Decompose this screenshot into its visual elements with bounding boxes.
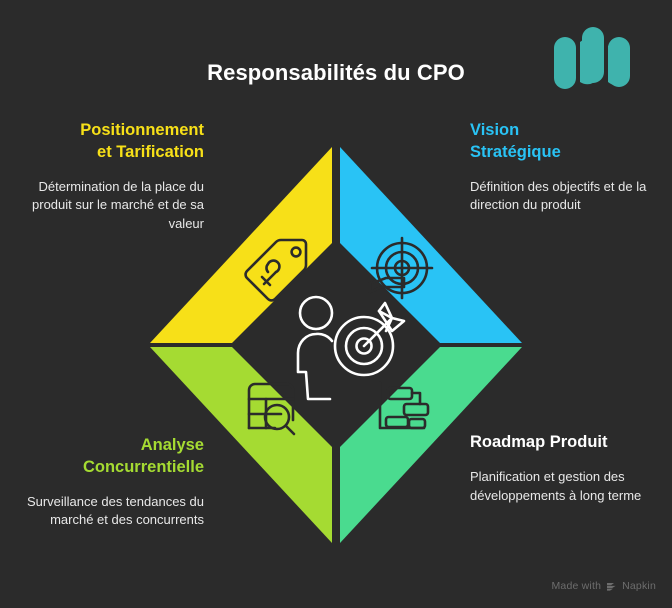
footer-made-with-label: Made with <box>551 580 602 592</box>
page-title: Responsabilités du CPO <box>207 60 465 85</box>
napkin-chevron-icon <box>606 581 617 592</box>
quadrant-description-top-left: Détermination de la place du produit sur… <box>32 178 204 232</box>
quadrant-description-bottom-left: Surveillance des tendances du marché et … <box>26 493 204 528</box>
table-search-icon <box>247 382 296 436</box>
quadrant-title-top-right: Vision Stratégique <box>470 120 656 164</box>
person-with-target-icon <box>296 295 406 401</box>
quadrant-title-line1: Analyse <box>140 436 204 454</box>
footer-credit: Made with Napkin <box>551 580 656 592</box>
quadrant-description-bottom-right: Planification et gestion des développeme… <box>470 468 642 503</box>
quadrant-title-bottom-right: Roadmap Produit <box>470 432 660 454</box>
quadrant-text-top-right: Vision Stratégique Définition des object… <box>470 120 656 215</box>
footer-brand-label: Napkin <box>622 580 656 592</box>
quadrant-title-line2: Stratégique <box>470 142 561 161</box>
quadrant-description-top-right: Définition des objectifs et de la direct… <box>470 178 647 213</box>
quadrant-title-line1: Roadmap Produit <box>470 433 608 451</box>
price-tag-icon <box>244 238 308 302</box>
quadrant-shape-top-left <box>150 147 332 343</box>
gantt-chart-icon <box>378 381 430 430</box>
quadrant-title-line1: Vision <box>470 121 520 139</box>
quadrant-title-line1: Positionnement <box>80 121 204 139</box>
quadrant-shape-bottom-left <box>150 347 332 543</box>
quadrant-title-line2: et Tarification <box>97 142 204 161</box>
quadrant-shape-bottom-right <box>340 347 522 543</box>
quadrant-text-bottom-left: Analyse Concurrentielle Surveillance des… <box>20 435 204 530</box>
napkin-logo <box>546 24 638 102</box>
quadrant-title-line2: Concurrentielle <box>82 457 204 476</box>
quadrant-title-top-left: Positionnement et Tarification <box>24 120 204 164</box>
quadrant-title-bottom-left: Analyse Concurrentielle <box>20 435 204 479</box>
quadrant-text-bottom-right: Roadmap Produit Planification et gestion… <box>470 432 660 505</box>
quadrant-text-top-left: Positionnement et Tarification Détermina… <box>24 120 204 234</box>
target-crosshair-icon <box>368 236 434 300</box>
quadrant-shape-top-right <box>340 147 522 343</box>
